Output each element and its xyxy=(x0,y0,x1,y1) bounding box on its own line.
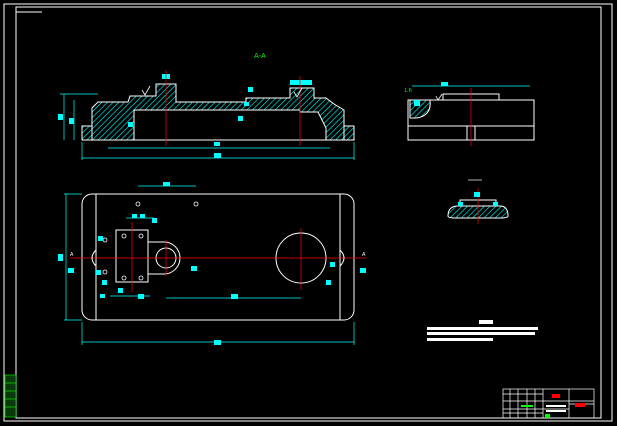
view-label-right: A xyxy=(362,252,366,258)
title-block-fills xyxy=(521,394,585,418)
side-view: 1.6 xyxy=(404,82,535,146)
tech-notes xyxy=(427,320,538,341)
roughness-icon-3 xyxy=(435,93,443,101)
section-arrow-icon-right xyxy=(339,249,345,267)
sheet-frame xyxy=(3,3,613,422)
roughness-icon-2 xyxy=(293,87,303,98)
section-arrow-icon-left xyxy=(91,249,97,267)
detail-view xyxy=(447,179,509,224)
side-hatch xyxy=(409,99,431,119)
view-label-left: A xyxy=(70,252,74,258)
section-label: A-A xyxy=(254,52,266,60)
roughness-label: 1.6 xyxy=(404,88,412,94)
section-body xyxy=(91,83,345,141)
roughness-icon-1 xyxy=(141,85,151,96)
title-block xyxy=(502,388,595,419)
margin-strip xyxy=(4,374,17,418)
section-view xyxy=(58,70,355,160)
plan-view: A A xyxy=(58,182,366,345)
